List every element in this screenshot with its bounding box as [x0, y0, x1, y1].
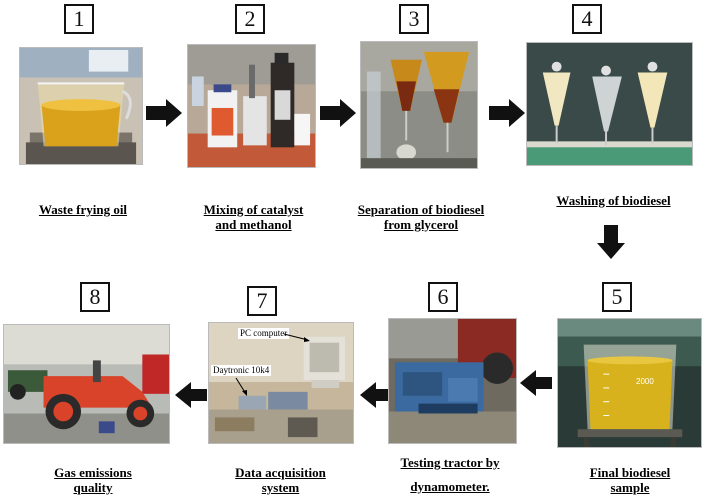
step-7-caption: Data acquisition system	[235, 465, 326, 495]
daytronic-label: Daytronic 10k4	[211, 365, 272, 376]
step-3-photo-separation	[360, 41, 478, 169]
step-8-photo-gas-emissions	[3, 324, 170, 444]
daytronic-pointer-arrow	[235, 377, 247, 396]
step-1-caption: Waste frying oil	[38, 202, 128, 217]
step-5-number: 5	[602, 282, 632, 312]
step-6-caption: Testing tractor by dynamometer.	[400, 455, 500, 494]
step-2-photo-mixing	[187, 44, 316, 168]
step-4-number: 4	[572, 4, 602, 34]
step-8-caption: Gas emissions quality	[54, 465, 132, 495]
step-6-photo-dynamometer	[388, 318, 517, 444]
arrow-step6-to-step7	[360, 382, 392, 408]
pc-computer-label: PC computer	[238, 328, 290, 339]
pc-computer-pointer-arrow	[283, 333, 310, 342]
arrow-step7-to-step8	[175, 382, 207, 408]
step-3-number: 3	[399, 4, 429, 34]
step-7-number: 7	[247, 286, 277, 316]
step-4-caption: Washing of biodiesel	[556, 193, 671, 208]
step-1-photo-waste-oil	[19, 47, 143, 165]
step-6-number: 6	[428, 282, 458, 312]
step-5-photo-final-biodiesel	[557, 318, 702, 448]
step-2-caption: Mixing of catalyst and methanol	[203, 202, 304, 232]
arrow-step5-to-step6	[520, 370, 552, 396]
step-3-caption: Separation of biodiesel from glycerol	[357, 202, 485, 232]
arrow-step2-to-step3	[320, 99, 356, 127]
step-5-caption: Final biodiesel sample	[589, 465, 671, 495]
step-7-photo-data-acquisition	[208, 322, 354, 444]
arrow-step1-to-step2	[146, 99, 182, 127]
beaker-volume-label: 2000	[636, 377, 654, 386]
step-2-number: 2	[235, 4, 265, 34]
step-8-number: 8	[80, 282, 110, 312]
arrow-step4-to-step5	[597, 225, 625, 259]
step-1-number: 1	[64, 4, 94, 34]
step-4-photo-washing	[526, 42, 693, 166]
arrow-step3-to-step4	[489, 99, 525, 127]
